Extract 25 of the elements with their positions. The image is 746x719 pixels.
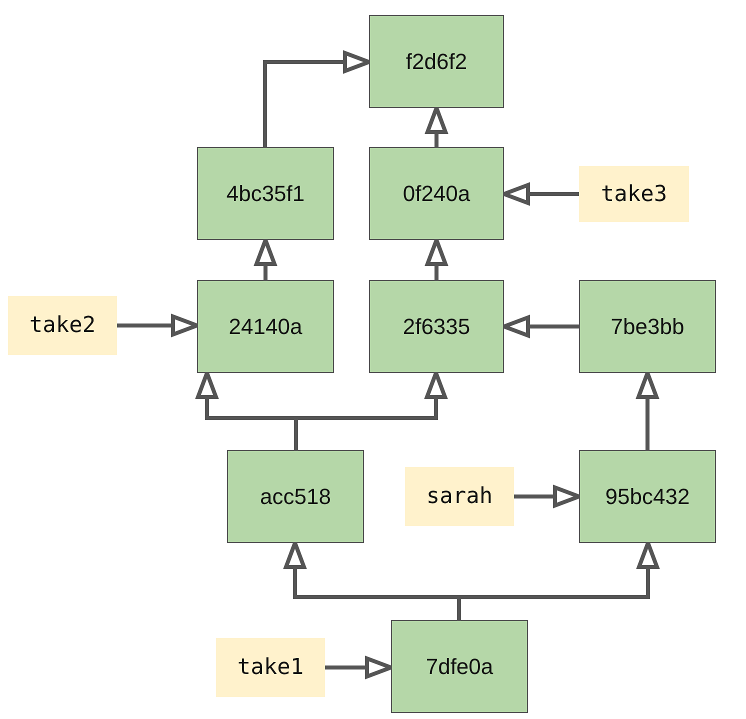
ref-label: take1 (216, 638, 325, 697)
commit-box: 7be3bb (579, 280, 716, 373)
commit-box: 95bc432 (579, 450, 716, 543)
commit-box: 4bc35f1 (197, 147, 334, 240)
arrow (426, 106, 448, 147)
commit-box: 2f6335 (369, 280, 504, 373)
arrow (294, 371, 447, 450)
commit-box: 24140a (197, 280, 334, 373)
arrow (502, 183, 579, 205)
commit-box: acc518 (227, 450, 364, 543)
arrow (263, 51, 371, 147)
commit-box: 7dfe0a (391, 620, 528, 713)
arrow (325, 656, 393, 678)
arrow (502, 316, 579, 338)
arrow (117, 314, 199, 336)
arrow (254, 238, 276, 280)
arrow (514, 486, 581, 508)
commit-box: 0f240a (369, 147, 504, 240)
ref-label: sarah (405, 467, 514, 526)
ref-label: take2 (8, 296, 117, 355)
arrow (636, 371, 658, 450)
arrow (426, 238, 448, 280)
ref-label: take3 (579, 166, 689, 222)
commit-box: f2d6f2 (369, 15, 504, 108)
arrow (457, 541, 659, 620)
